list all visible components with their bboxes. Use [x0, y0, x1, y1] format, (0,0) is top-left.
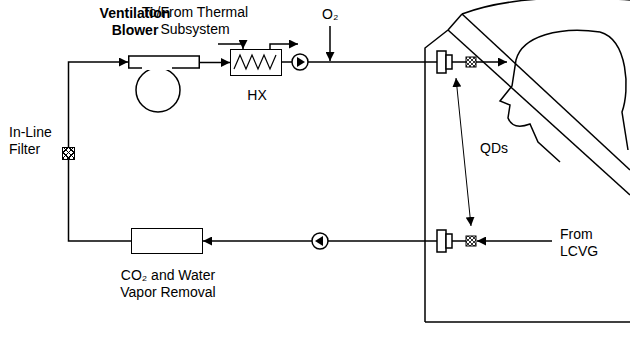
quick-disconnect — [437, 51, 507, 73]
qd-pointer — [456, 78, 471, 226]
filter-hatch — [63, 148, 74, 159]
thermal-label: To/From Thermal Subsystem — [135, 4, 255, 38]
ventilation-blower: Ventilation Blower — [128, 54, 200, 114]
node-label: HX — [231, 87, 283, 104]
hx-coil — [231, 50, 280, 74]
in-line-filter: In-Line Filter — [62, 147, 75, 160]
flow-line — [69, 62, 129, 147]
flow-line — [69, 160, 132, 241]
qd-label: QDs — [480, 140, 520, 157]
flow-line — [200, 62, 230, 64]
node-label: CO₂ and Water Vapor Removal — [108, 267, 228, 301]
heat-exchanger: HX — [230, 49, 282, 76]
suit-outline — [425, 0, 630, 322]
quick-disconnect — [437, 230, 552, 252]
node-label: In-Line Filter — [9, 124, 59, 158]
blower-symbol — [128, 54, 200, 114]
lcvg-label: From LCVG — [560, 226, 620, 260]
oxygen-inlet — [329, 26, 331, 61]
removal-box: CO₂ and Water Vapor Removal — [131, 228, 203, 254]
pump-symbol — [312, 233, 328, 249]
pump-symbol — [292, 54, 308, 70]
oxygen-label: O₂ — [322, 6, 352, 23]
